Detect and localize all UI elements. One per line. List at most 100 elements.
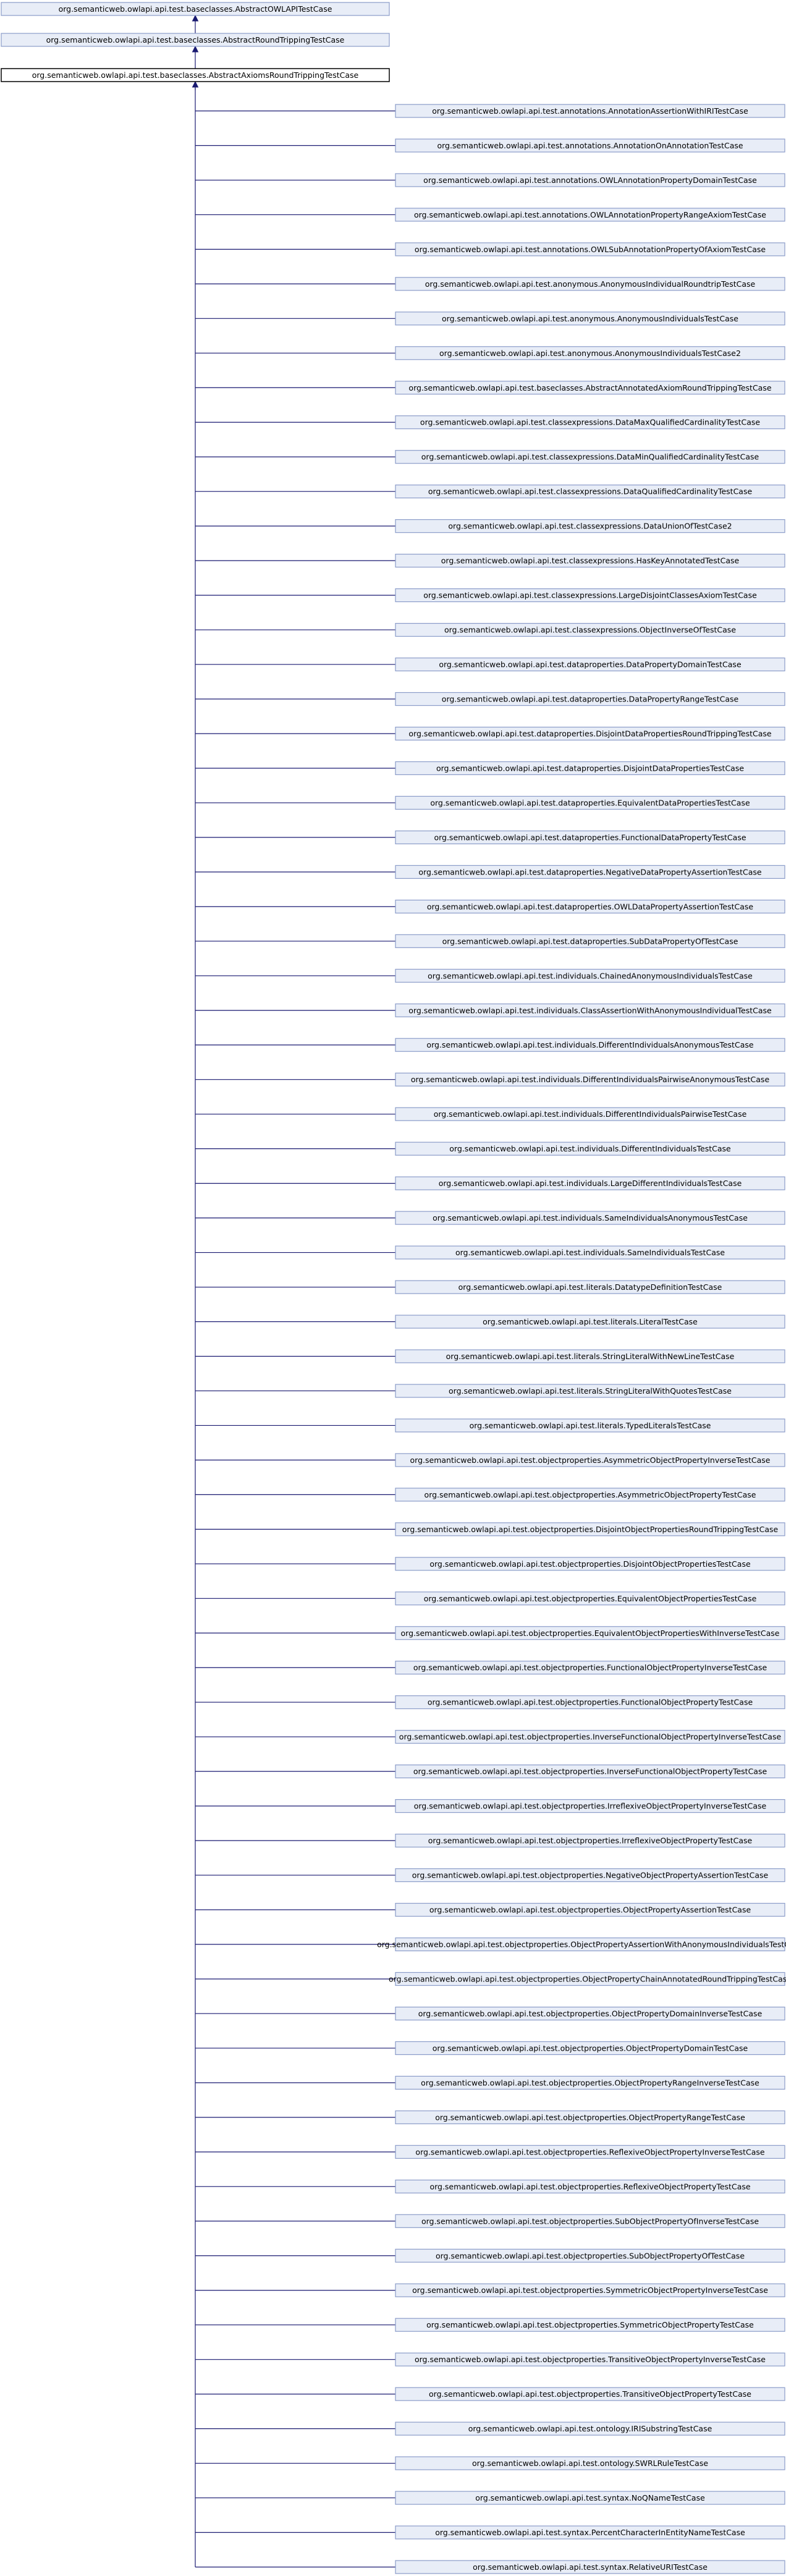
subclass-71-box xyxy=(395,2525,785,2540)
subclass-6[interactable]: org.semanticweb.owlapi.api.test.anonymou… xyxy=(395,277,785,291)
subclass-35[interactable]: org.semanticweb.owlapi.api.test.literals… xyxy=(395,1280,785,1294)
subclass-8-label: org.semanticweb.owlapi.api.test.anonymou… xyxy=(439,349,741,358)
subclass-53[interactable]: org.semanticweb.owlapi.api.test.objectpr… xyxy=(395,1902,785,1917)
subclass-8-box xyxy=(395,346,785,360)
subclass-23[interactable]: org.semanticweb.owlapi.api.test.dataprop… xyxy=(395,865,785,879)
subclass-47-label: org.semanticweb.owlapi.api.test.objectpr… xyxy=(428,1698,753,1707)
subclass-62-box xyxy=(395,2214,785,2228)
subclass-69[interactable]: org.semanticweb.owlapi.api.test.ontology… xyxy=(395,2456,785,2470)
subclass-12[interactable]: org.semanticweb.owlapi.api.test.classexp… xyxy=(395,485,785,499)
subclass-7[interactable]: org.semanticweb.owlapi.api.test.anonymou… xyxy=(395,311,785,326)
subclass-62[interactable]: org.semanticweb.owlapi.api.test.objectpr… xyxy=(395,2214,785,2228)
subclass-66-label: org.semanticweb.owlapi.api.test.objectpr… xyxy=(415,2355,766,2364)
subclass-34[interactable]: org.semanticweb.owlapi.api.test.individu… xyxy=(395,1245,785,1260)
subclass-71-label: org.semanticweb.owlapi.api.test.syntax.P… xyxy=(435,2528,745,2537)
subclass-46[interactable]: org.semanticweb.owlapi.api.test.objectpr… xyxy=(395,1661,785,1675)
subclass-44-box xyxy=(395,1591,785,1606)
subclass-9[interactable]: org.semanticweb.owlapi.api.test.baseclas… xyxy=(395,381,785,395)
subclass-13[interactable]: org.semanticweb.owlapi.api.test.classexp… xyxy=(395,519,785,533)
subclass-31[interactable]: org.semanticweb.owlapi.api.test.individu… xyxy=(395,1142,785,1156)
subclass-65[interactable]: org.semanticweb.owlapi.api.test.objectpr… xyxy=(395,2318,785,2332)
subclass-42[interactable]: org.semanticweb.owlapi.api.test.objectpr… xyxy=(395,1522,785,1536)
subclass-44[interactable]: org.semanticweb.owlapi.api.test.objectpr… xyxy=(395,1591,785,1606)
subclass-10-box xyxy=(395,415,785,430)
subclass-64[interactable]: org.semanticweb.owlapi.api.test.objectpr… xyxy=(395,2283,785,2297)
subclass-47[interactable]: org.semanticweb.owlapi.api.test.objectpr… xyxy=(395,1695,785,1710)
subclass-46-box xyxy=(395,1661,785,1675)
subclass-52-box xyxy=(395,1868,785,1883)
subclass-28[interactable]: org.semanticweb.owlapi.api.test.individu… xyxy=(395,1038,785,1052)
subclass-18-box xyxy=(395,692,785,706)
subclass-33[interactable]: org.semanticweb.owlapi.api.test.individu… xyxy=(395,1211,785,1225)
current-class[interactable]: org.semanticweb.owlapi.api.test.baseclas… xyxy=(1,68,390,82)
subclass-27[interactable]: org.semanticweb.owlapi.api.test.individu… xyxy=(395,1003,785,1017)
subclass-67-box xyxy=(395,2387,785,2401)
subclass-38[interactable]: org.semanticweb.owlapi.api.test.literals… xyxy=(395,1384,785,1398)
subclass-40[interactable]: org.semanticweb.owlapi.api.test.objectpr… xyxy=(395,1453,785,1467)
subclass-17[interactable]: org.semanticweb.owlapi.api.test.dataprop… xyxy=(395,657,785,672)
subclass-29[interactable]: org.semanticweb.owlapi.api.test.individu… xyxy=(395,1072,785,1087)
subclass-59[interactable]: org.semanticweb.owlapi.api.test.objectpr… xyxy=(395,2110,785,2124)
subclass-22[interactable]: org.semanticweb.owlapi.api.test.dataprop… xyxy=(395,830,785,845)
subclass-56[interactable]: org.semanticweb.owlapi.api.test.objectpr… xyxy=(395,2006,785,2021)
subclass-72-box xyxy=(395,2560,785,2574)
subclass-6-box xyxy=(395,277,785,291)
subclass-60[interactable]: org.semanticweb.owlapi.api.test.objectpr… xyxy=(395,2145,785,2159)
subclass-14-box xyxy=(395,554,785,568)
subclass-39[interactable]: org.semanticweb.owlapi.api.test.literals… xyxy=(395,1418,785,1433)
subclass-1[interactable]: org.semanticweb.owlapi.api.test.annotati… xyxy=(395,104,785,118)
subclass-20[interactable]: org.semanticweb.owlapi.api.test.dataprop… xyxy=(395,761,785,776)
subclass-33-label: org.semanticweb.owlapi.api.test.individu… xyxy=(433,1213,748,1222)
subclass-57[interactable]: org.semanticweb.owlapi.api.test.objectpr… xyxy=(395,2041,785,2056)
subclass-49[interactable]: org.semanticweb.owlapi.api.test.objectpr… xyxy=(395,1765,785,1779)
subclass-70[interactable]: org.semanticweb.owlapi.api.test.syntax.N… xyxy=(395,2491,785,2505)
subclass-26[interactable]: org.semanticweb.owlapi.api.test.individu… xyxy=(395,968,785,983)
subclass-6-label: org.semanticweb.owlapi.api.test.anonymou… xyxy=(425,279,756,289)
subclass-66[interactable]: org.semanticweb.owlapi.api.test.objectpr… xyxy=(395,2352,785,2366)
subclass-8[interactable]: org.semanticweb.owlapi.api.test.anonymou… xyxy=(395,346,785,360)
subclass-58[interactable]: org.semanticweb.owlapi.api.test.objectpr… xyxy=(395,2075,785,2090)
subclass-3[interactable]: org.semanticweb.owlapi.api.test.annotati… xyxy=(395,173,785,187)
subclass-15[interactable]: org.semanticweb.owlapi.api.test.classexp… xyxy=(395,588,785,603)
subclass-68[interactable]: org.semanticweb.owlapi.api.test.ontology… xyxy=(395,2421,785,2436)
subclass-5[interactable]: org.semanticweb.owlapi.api.test.annotati… xyxy=(395,242,785,256)
subclass-18[interactable]: org.semanticweb.owlapi.api.test.dataprop… xyxy=(395,692,785,706)
subclass-32[interactable]: org.semanticweb.owlapi.api.test.individu… xyxy=(395,1176,785,1190)
subclass-30[interactable]: org.semanticweb.owlapi.api.test.individu… xyxy=(395,1107,785,1121)
subclass-25[interactable]: org.semanticweb.owlapi.api.test.dataprop… xyxy=(395,934,785,948)
subclass-11[interactable]: org.semanticweb.owlapi.api.test.classexp… xyxy=(395,450,785,464)
subclass-70-label: org.semanticweb.owlapi.api.test.syntax.N… xyxy=(475,2493,705,2502)
subclass-54[interactable]: org.semanticweb.owlapi.api.test.objectpr… xyxy=(377,1937,786,1952)
subclass-21[interactable]: org.semanticweb.owlapi.api.test.dataprop… xyxy=(395,795,785,810)
subclass-14-label: org.semanticweb.owlapi.api.test.classexp… xyxy=(441,556,740,566)
subclass-41[interactable]: org.semanticweb.owlapi.api.test.objectpr… xyxy=(395,1488,785,1502)
subclass-37-label: org.semanticweb.owlapi.api.test.literals… xyxy=(446,1352,735,1361)
subclass-19[interactable]: org.semanticweb.owlapi.api.test.dataprop… xyxy=(395,726,785,741)
subclass-4[interactable]: org.semanticweb.owlapi.api.test.annotati… xyxy=(395,208,785,222)
subclass-52[interactable]: org.semanticweb.owlapi.api.test.objectpr… xyxy=(395,1868,785,1883)
subclass-28-label: org.semanticweb.owlapi.api.test.individu… xyxy=(426,1040,753,1049)
subclass-51[interactable]: org.semanticweb.owlapi.api.test.objectpr… xyxy=(395,1833,785,1848)
subclass-50[interactable]: org.semanticweb.owlapi.api.test.objectpr… xyxy=(395,1799,785,1813)
subclass-37[interactable]: org.semanticweb.owlapi.api.test.literals… xyxy=(395,1349,785,1363)
subclass-2[interactable]: org.semanticweb.owlapi.api.test.annotati… xyxy=(395,138,785,153)
subclass-59-label: org.semanticweb.owlapi.api.test.objectpr… xyxy=(435,2112,745,2122)
subclass-61-box xyxy=(395,2179,785,2193)
subclass-72[interactable]: org.semanticweb.owlapi.api.test.syntax.R… xyxy=(395,2560,785,2574)
subclass-36[interactable]: org.semanticweb.owlapi.api.test.literals… xyxy=(395,1315,785,1329)
ancestor-class-1[interactable]: org.semanticweb.owlapi.api.test.baseclas… xyxy=(1,2,390,16)
subclass-61[interactable]: org.semanticweb.owlapi.api.test.objectpr… xyxy=(395,2179,785,2193)
ancestor-class-2[interactable]: org.semanticweb.owlapi.api.test.baseclas… xyxy=(1,33,390,47)
subclass-13-label: org.semanticweb.owlapi.api.test.classexp… xyxy=(448,522,732,531)
subclass-71[interactable]: org.semanticweb.owlapi.api.test.syntax.P… xyxy=(395,2525,785,2540)
subclass-14[interactable]: org.semanticweb.owlapi.api.test.classexp… xyxy=(395,554,785,568)
subclass-67[interactable]: org.semanticweb.owlapi.api.test.objectpr… xyxy=(395,2387,785,2401)
subclass-24[interactable]: org.semanticweb.owlapi.api.test.dataprop… xyxy=(395,899,785,913)
subclass-55[interactable]: org.semanticweb.owlapi.api.test.objectpr… xyxy=(389,1972,786,1986)
subclass-48[interactable]: org.semanticweb.owlapi.api.test.objectpr… xyxy=(395,1730,785,1744)
subclass-45[interactable]: org.semanticweb.owlapi.api.test.objectpr… xyxy=(395,1626,785,1640)
subclass-16[interactable]: org.semanticweb.owlapi.api.test.classexp… xyxy=(395,622,785,637)
subclass-43[interactable]: org.semanticweb.owlapi.api.test.objectpr… xyxy=(395,1557,785,1571)
subclass-63[interactable]: org.semanticweb.owlapi.api.test.objectpr… xyxy=(395,2248,785,2263)
subclass-10[interactable]: org.semanticweb.owlapi.api.test.classexp… xyxy=(395,415,785,430)
